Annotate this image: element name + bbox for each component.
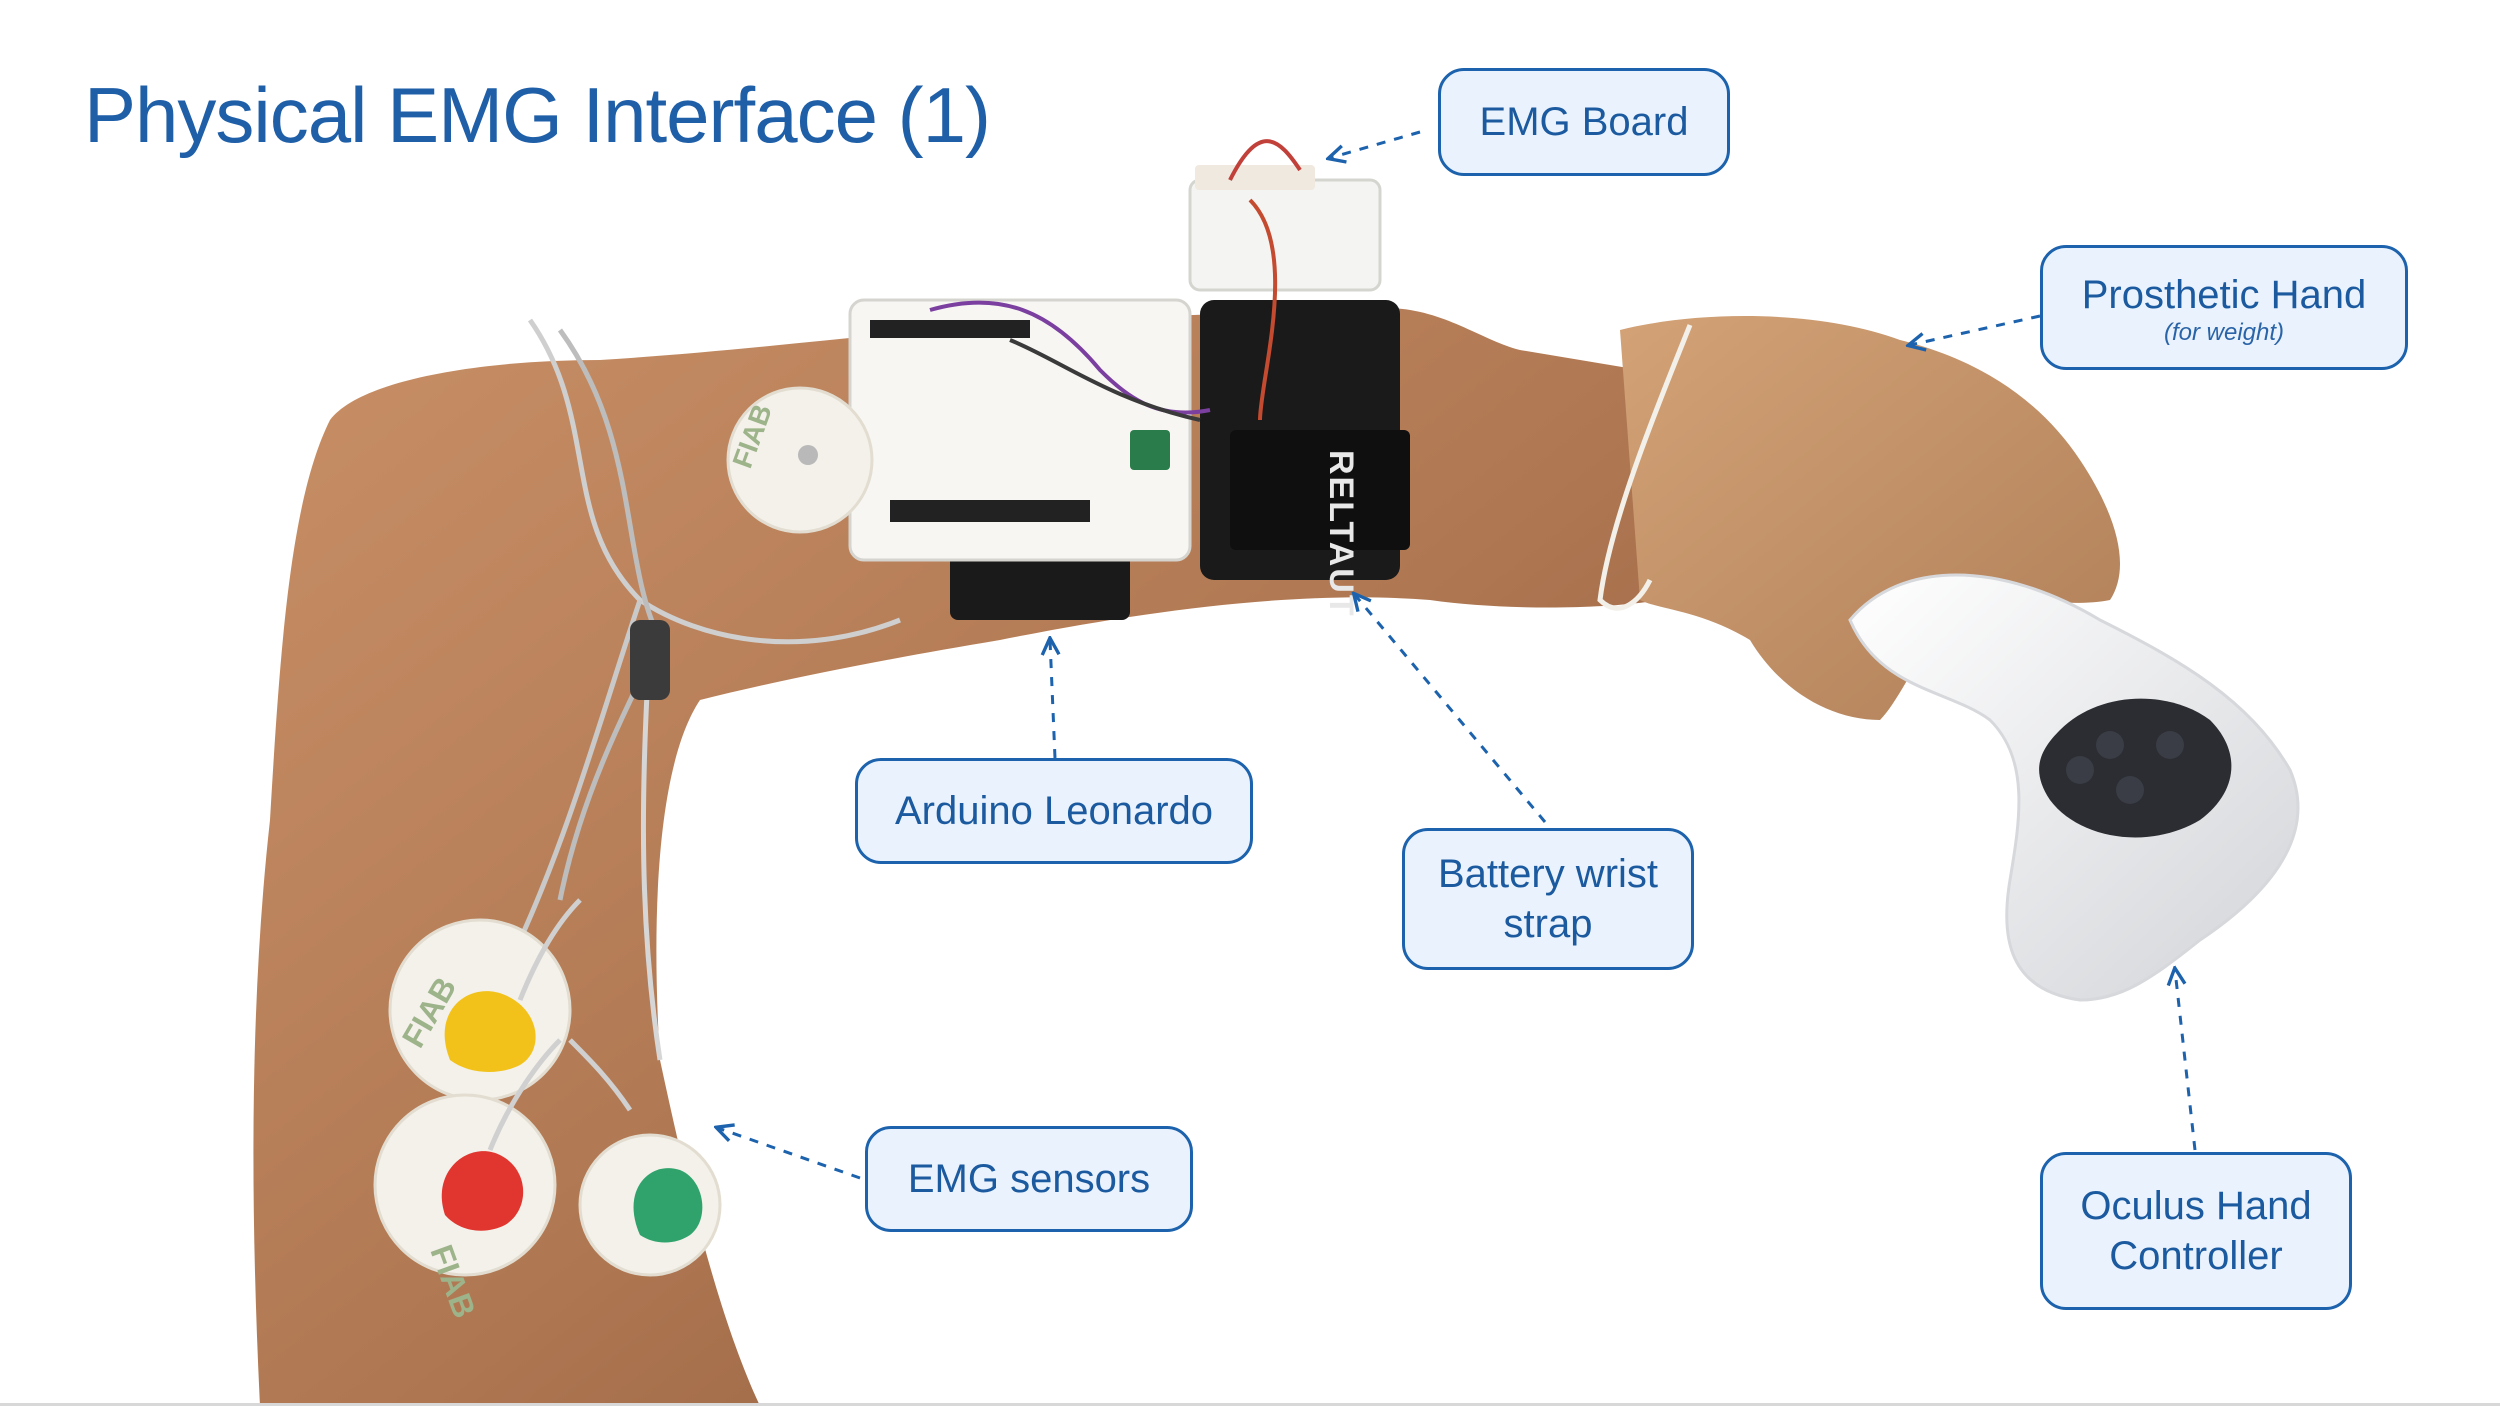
label-emg-board-text: EMG Board (1479, 100, 1689, 144)
arrow-arduino (1050, 640, 1055, 759)
arrow-battery-strap (1355, 595, 1547, 823)
label-battery-line2: strap (1503, 902, 1593, 946)
label-prosthetic-hand-text: Prosthetic Hand (2081, 272, 2367, 317)
emg-board-box (1188, 178, 1382, 292)
label-battery-line1: Battery wrist (1437, 852, 1659, 896)
label-oculus-line1: Oculus Hand (2080, 1184, 2312, 1228)
arrow-prosthetic-hand (1910, 314, 2041, 345)
slide-title: Physical EMG Interface (1) (84, 71, 991, 159)
label-battery-wrist-strap: Battery wrist strap (1402, 828, 1694, 970)
arrow-emg-sensors (718, 1128, 861, 1180)
label-arduino-text: Arduino Leonardo (894, 789, 1214, 833)
arrow-emg-board (1330, 130, 1421, 158)
label-oculus-line2: Controller (2109, 1234, 2283, 1278)
snap-green (633, 1168, 703, 1243)
arm (253, 307, 1660, 1406)
label-emg-sensors: EMG sensors (865, 1126, 1193, 1232)
slide-bottom-rule (0, 1403, 2500, 1406)
snap-red (441, 1151, 524, 1231)
snap-yellow (444, 991, 536, 1072)
strap-brand-text: RELTAUT (1322, 450, 1360, 618)
label-emg-sensors-text: EMG sensors (907, 1157, 1151, 1201)
arrow-oculus (2175, 970, 2197, 1151)
label-prosthetic-hand: Prosthetic Hand (for weight) (2040, 245, 2408, 370)
label-oculus-hand-controller: Oculus Hand Controller (2040, 1152, 2352, 1310)
prosthetic-hand (1620, 316, 2120, 720)
label-prosthetic-hand-note: (for weight) (2163, 318, 2285, 346)
label-arduino-leonardo: Arduino Leonardo (855, 758, 1253, 864)
label-emg-board: EMG Board (1438, 68, 1730, 176)
